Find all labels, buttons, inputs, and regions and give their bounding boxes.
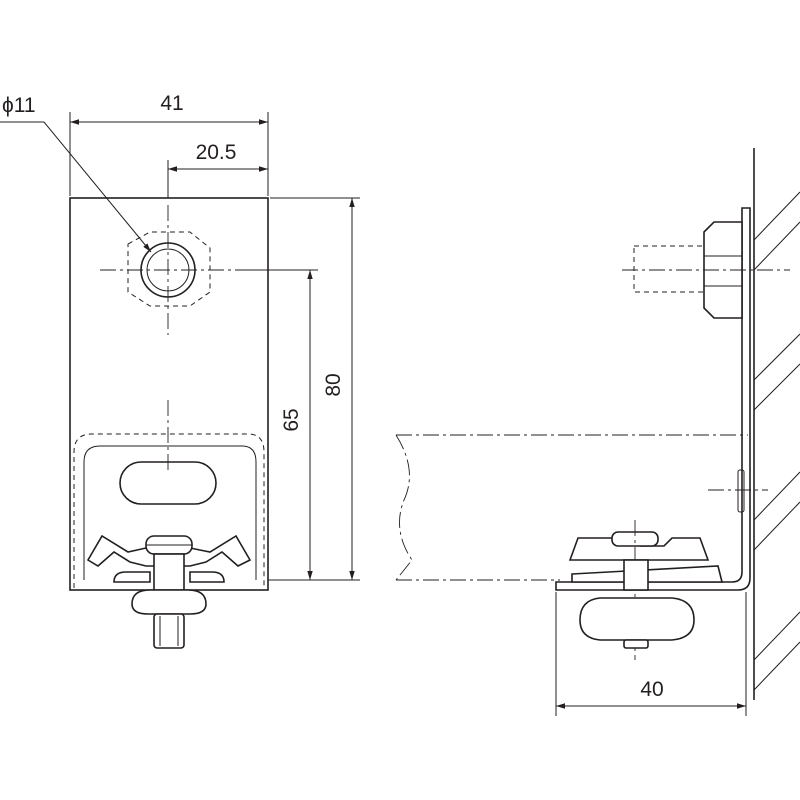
bolt-hole-inner — [146, 248, 190, 292]
wall-hatch — [753, 191, 800, 691]
side-length-dimension-label: 40 — [640, 678, 663, 701]
clip-frame-hidden — [73, 433, 265, 588]
clip-lower-left — [113, 571, 151, 583]
hole-diameter-label: ϕ11 — [2, 94, 36, 117]
side-spring-clip — [568, 537, 710, 561]
side-view-dimensions: 40 — [555, 592, 747, 716]
screw-shaft — [153, 553, 185, 591]
beam-break-line — [395, 434, 413, 581]
hex-nut-hidden — [127, 231, 211, 307]
side-wing-nut — [579, 597, 695, 641]
offset-dimension-label: 20.5 — [196, 141, 237, 164]
width-dimension-label: 41 — [160, 92, 183, 115]
bolt-hole-outer — [140, 242, 196, 298]
clip-frame-inner — [83, 445, 257, 580]
wing-nut — [131, 589, 207, 615]
bracket-tab — [737, 469, 745, 513]
side-screw-tip — [623, 639, 649, 649]
bracket-plate — [69, 197, 269, 591]
hole-to-base-dimension-label: 65 — [280, 408, 303, 431]
side-view — [395, 148, 800, 700]
clip-lower-right — [189, 571, 225, 583]
side-screw-shaft — [623, 559, 649, 591]
screw-tip — [153, 613, 185, 649]
side-bolt-shaft — [633, 245, 705, 293]
hole-leader — [43, 121, 152, 253]
front-view-dimensions: 41 20.5 ϕ11 65 80 — [0, 92, 360, 581]
adjustment-slot — [119, 461, 217, 505]
l-bracket — [555, 207, 751, 591]
height-dimension-label: 80 — [322, 373, 345, 396]
front-view — [69, 197, 315, 649]
